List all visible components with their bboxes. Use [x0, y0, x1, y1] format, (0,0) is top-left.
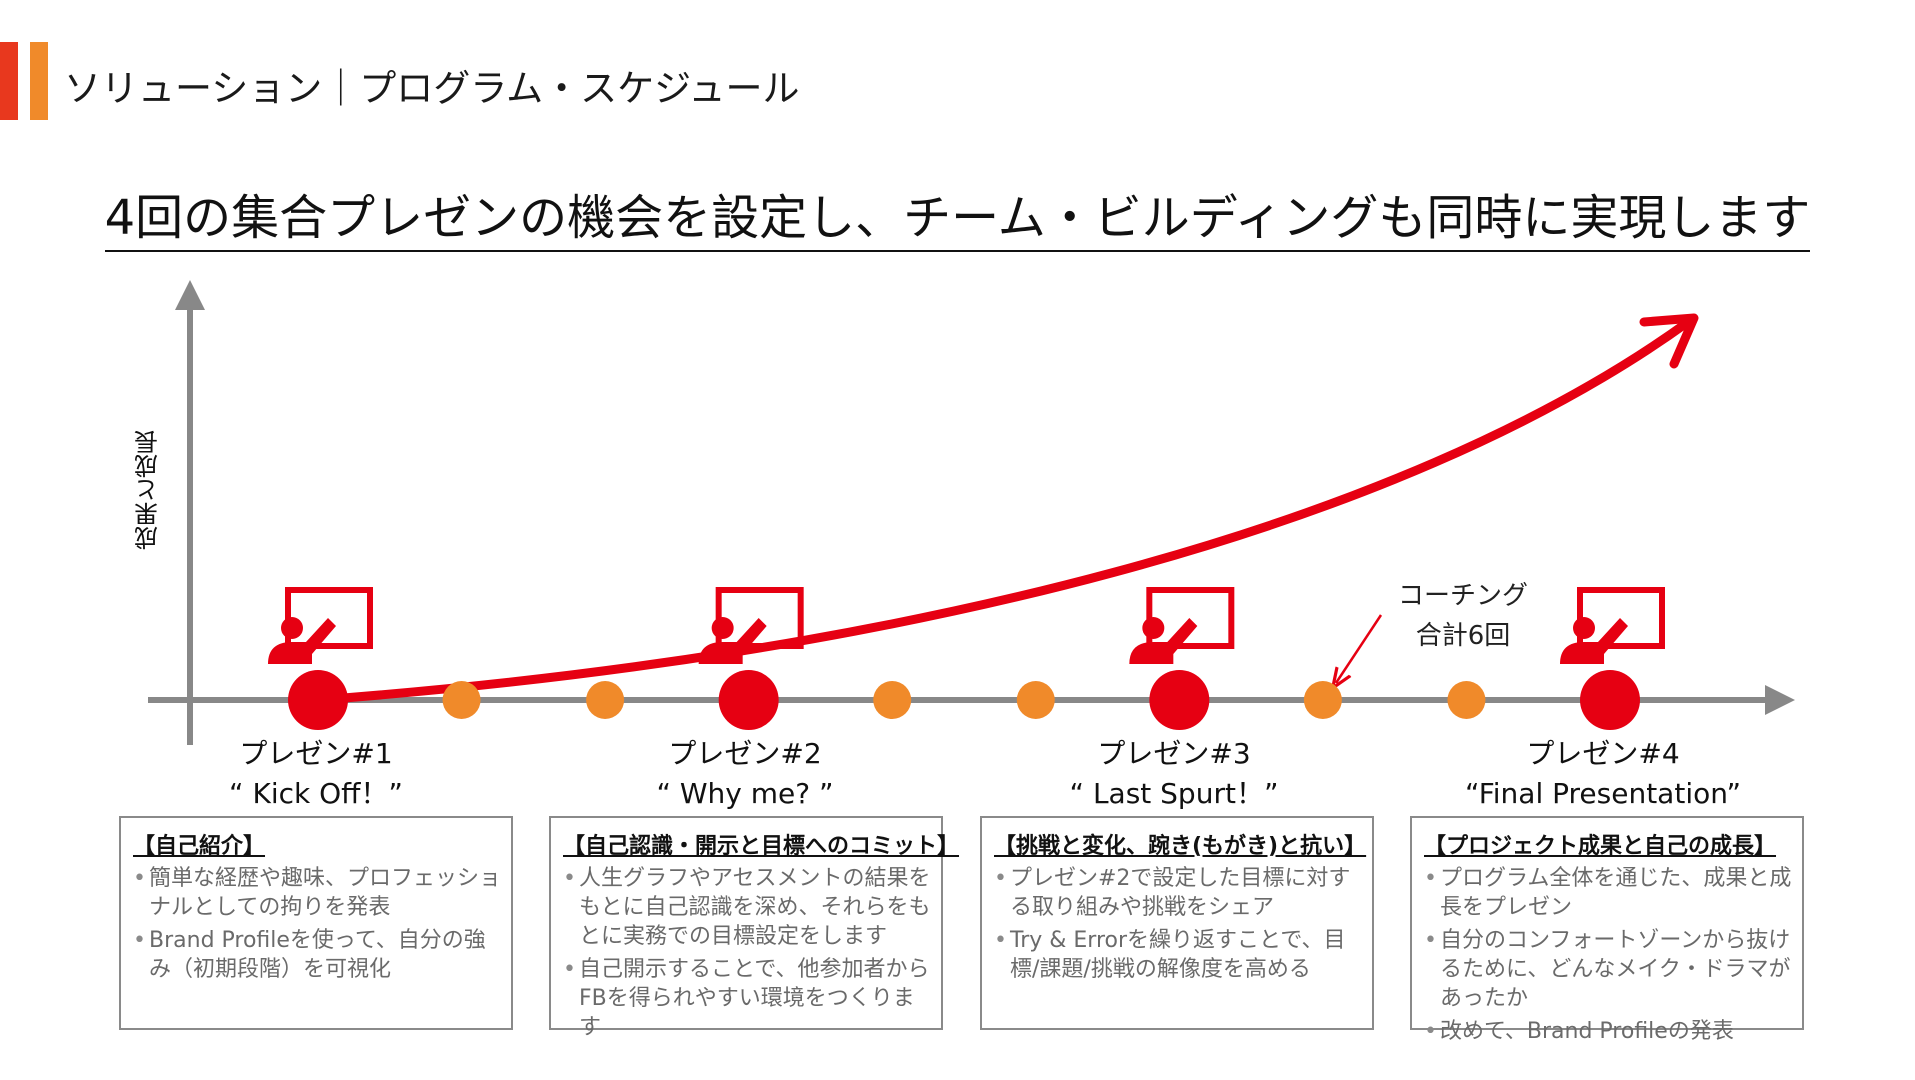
coaching-point — [586, 681, 625, 719]
bullet-list: プレゼン#2で設定した目標に対する取り組みや挑戦をシェア Try & Error… — [994, 864, 1362, 984]
section-title: ソリューション｜プログラム・スケジュール — [64, 67, 800, 110]
bullet-item: 自分のコンフォートゾーンから抜けるために、どんなメイク・ドラマがあったか — [1424, 926, 1792, 1013]
box-title: 【自己認識・開示と目標へのコミット】 — [563, 834, 960, 859]
bullet-item: 簡単な経歴や趣味、プロフェッショナルとしての拘りを発表 — [133, 864, 501, 922]
presenter-screen-icon — [268, 587, 373, 664]
coaching-pointer-arrow — [1336, 614, 1383, 683]
presenter-screen-icon — [1129, 587, 1235, 664]
milestone-1: プレゼン#1 “ Kick Off！” — [126, 734, 506, 814]
info-box-presentation-2: 【自己認識・開示と目標へのコミット】 人生グラフやアセスメントの結果をもとに自己… — [549, 816, 960, 1040]
box-title: 【プロジェクト成果と自己の成長】 — [1424, 834, 1777, 859]
info-box-presentation-4: 【プロジェクト成果と自己の成長】 プログラム全体を通じた、成果と成長をプレゼン … — [1410, 816, 1804, 1046]
box-title: 【自己紹介】 — [133, 834, 266, 859]
bullet-item: プログラム全体を通じた、成果と成長をプレゼン — [1424, 864, 1792, 922]
milestone-theme: “ Why me? ” — [656, 777, 834, 810]
presenter-screen-icon — [1560, 587, 1665, 664]
bullet-item: 改めて、Brand Profileの発表 — [1424, 1017, 1792, 1046]
info-box-presentation-1: 【自己紹介】 簡単な経歴や趣味、プロフェッショナルとしての拘りを発表 Brand… — [119, 816, 513, 1030]
milestone-3: プレゼン#3 “ Last Spurt！” — [984, 734, 1364, 814]
growth-curve-arrowhead — [1639, 313, 1699, 369]
bullet-list: 簡単な経歴や趣味、プロフェッショナルとしての拘りを発表 Brand Profil… — [133, 864, 501, 984]
milestone-label: プレゼン#4 — [1526, 737, 1680, 770]
milestone-label: プレゼン#1 — [239, 737, 393, 770]
growth-curve — [313, 317, 1693, 705]
coaching-point — [873, 681, 912, 719]
header-accent-bar — [0, 42, 18, 120]
coaching-point — [1016, 681, 1055, 719]
bullet-list: 人生グラフやアセスメントの結果をもとに自己認識を深め、それらをもとに実務での目標… — [563, 864, 931, 1042]
box-title: 【挑戦と変化、踠き(もがき)と抗い】 — [994, 834, 1367, 859]
bullet-item: 自己開示することで、他参加者からFBを得られやすい環境をつくります — [563, 955, 931, 1042]
bullet-item: Brand Profileを使って、自分の強み（初期段階）を可視化 — [133, 926, 501, 984]
presentation-point — [1580, 670, 1640, 730]
bullet-item: プレゼン#2で設定した目標に対する取り組みや挑戦をシェア — [994, 864, 1362, 922]
y-axis-label: 成果と成長 — [134, 430, 163, 550]
info-box-presentation-3: 【挑戦と変化、踠き(もがき)と抗い】 プレゼン#2で設定した目標に対する取り組み… — [980, 816, 1374, 1030]
presentation-point — [1149, 670, 1210, 730]
presenter-icons — [268, 587, 1665, 664]
bullet-item: Try & Errorを繰り返すことで、目標/課題/挑戦の解像度を高める — [994, 926, 1362, 984]
bullet-item: 人生グラフやアセスメントの結果をもとに自己認識を深め、それらをもとに実務での目標… — [563, 864, 931, 951]
milestone-theme: “ Last Spurt！” — [1069, 777, 1279, 810]
milestone-theme: “ Kick Off！” — [229, 777, 403, 810]
presenter-screen-icon — [698, 587, 804, 664]
headline-text: 4回の集合プレゼンの機会を設定し、チーム・ビルディングも同時に実現します — [104, 190, 1811, 252]
coaching-point — [1303, 681, 1342, 719]
headline: 4回の集合プレゼンの機会を設定し、チーム・ビルディングも同時に実現します — [0, 178, 1915, 252]
milestone-2: プレゼン#2 “ Why me? ” — [555, 734, 935, 814]
coaching-point — [1447, 681, 1486, 719]
coaching-note-count: 合計6回 — [1415, 621, 1511, 651]
header-accent-bar — [30, 42, 48, 120]
milestone-label: プレゼン#2 — [668, 737, 822, 770]
milestone-label: プレゼン#3 — [1097, 737, 1251, 770]
milestone-4: プレゼン#4 “Final Presentation” — [1413, 734, 1793, 814]
coaching-point — [442, 681, 481, 719]
bullet-list: プログラム全体を通じた、成果と成長をプレゼン 自分のコンフォートゾーンから抜ける… — [1424, 864, 1792, 1046]
coaching-note-title: コーチング — [1398, 581, 1529, 611]
presentation-point — [288, 670, 348, 730]
coaching-note: コーチング 合計6回 — [1398, 576, 1528, 656]
timeline-points — [288, 670, 1640, 730]
milestone-theme: “Final Presentation” — [1465, 777, 1741, 810]
presentation-point — [718, 670, 779, 730]
